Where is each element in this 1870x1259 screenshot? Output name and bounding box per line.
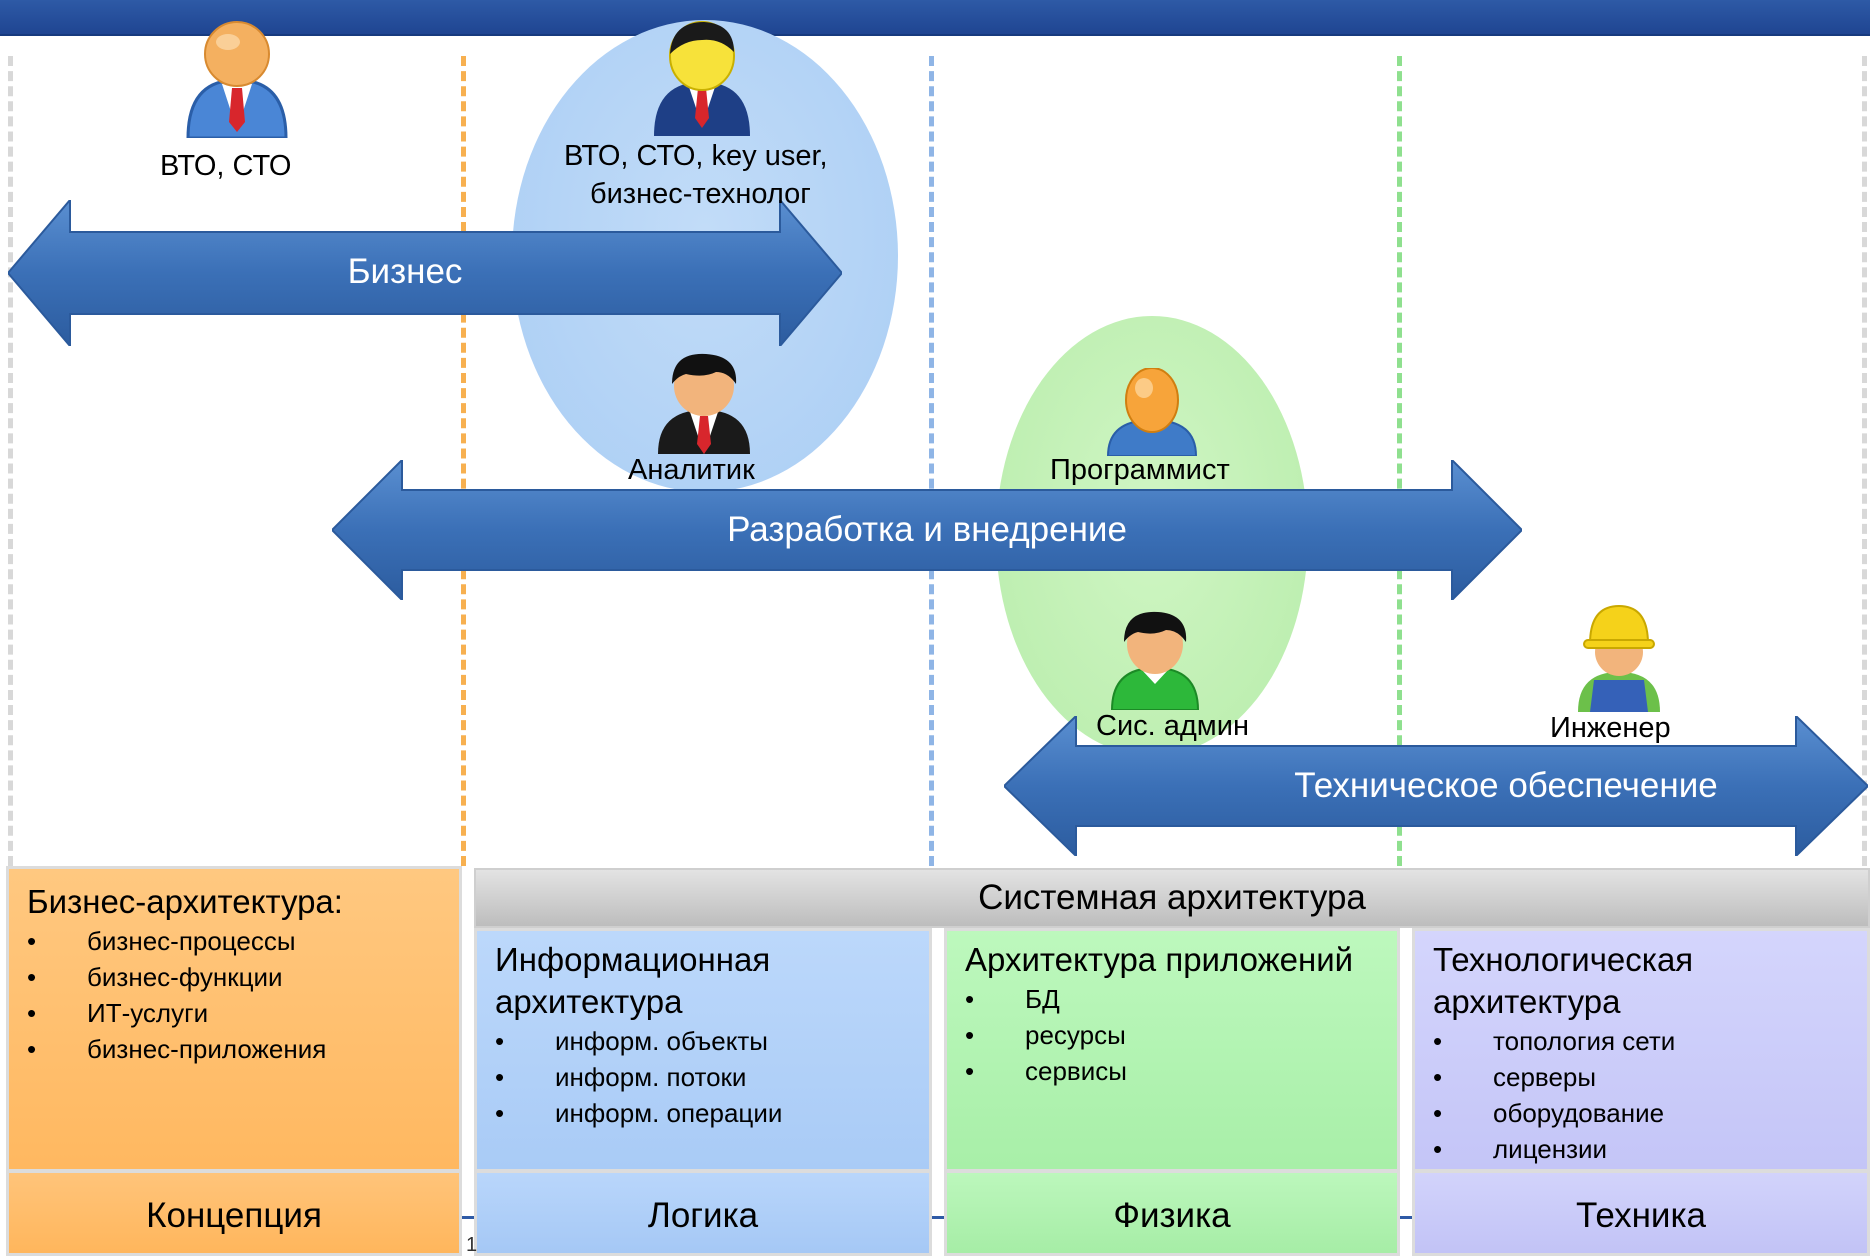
separator-right-edge (1862, 56, 1867, 866)
list-item: БД (947, 981, 1397, 1017)
separator-left-edge (8, 56, 13, 866)
footer-line (930, 1216, 946, 1219)
technology-architecture-title-line1: Технологическая (1433, 941, 1694, 978)
key-user-label-line2: бизнес-технолог (590, 178, 811, 210)
footer-tech: Техника (1412, 1170, 1870, 1256)
technical-arrow-label: Техническое обеспечение (1294, 766, 1718, 805)
technology-architecture-title-line2: архитектура (1433, 983, 1621, 1020)
key-user-person-icon (650, 18, 754, 136)
list-item: бизнес-функции (9, 959, 459, 995)
programmer-person-icon (1104, 367, 1200, 457)
top-bar (0, 0, 1870, 36)
application-architecture-title: Архитектура приложений (965, 941, 1354, 978)
page-number: 1 (466, 1234, 478, 1256)
separator-concept-logic (461, 56, 466, 866)
list-item: серверы (1415, 1059, 1867, 1095)
list-item: сервисы (947, 1053, 1397, 1089)
footer-concept: Концепция (6, 1170, 462, 1256)
development-arrow: Разработка и внедрение (332, 460, 1522, 600)
business-architecture-box: Бизнес-архитектура: бизнес-процессы бизн… (6, 866, 462, 1172)
technology-architecture-box: Технологическая архитектура топология се… (1412, 928, 1870, 1172)
information-architecture-title-line2: архитектура (495, 983, 683, 1020)
engineer-person-icon (1576, 600, 1662, 712)
list-item: бизнес-приложения (9, 1031, 459, 1067)
footer-logic: Логика (474, 1170, 932, 1256)
separator-logic-physics (929, 56, 934, 866)
information-architecture-box: Информационная архитектура информ. объек… (474, 928, 932, 1172)
list-item: информ. потоки (477, 1059, 929, 1095)
list-item: информ. объекты (477, 1023, 929, 1059)
list-item: топология сети (1415, 1023, 1867, 1059)
list-item: бизнес-процессы (9, 923, 459, 959)
footer-line (462, 1216, 476, 1219)
key-user-label-line1: ВТО, СТО, key user, (564, 140, 828, 172)
footer-physics: Физика (944, 1170, 1400, 1256)
business-architecture-title: Бизнес-архитектура: (27, 883, 343, 920)
information-architecture-title-line1: Информационная (495, 941, 771, 978)
business-architecture-list: бизнес-процессы бизнес-функции ИТ-услуги… (9, 923, 459, 1067)
information-architecture-list: информ. объекты информ. потоки информ. о… (477, 1023, 929, 1131)
system-architecture-header: Системная архитектура (474, 868, 1870, 928)
footer-line (1398, 1216, 1414, 1219)
business-arrow: Бизнес (8, 200, 842, 346)
application-architecture-list: БД ресурсы сервисы (947, 981, 1397, 1089)
separator-physics-tech (1397, 56, 1402, 866)
executive-person-icon (182, 18, 292, 140)
sysadmin-person-icon (1110, 610, 1200, 711)
list-item: ИТ-услуги (9, 995, 459, 1031)
programmer-label: Программист (1050, 454, 1230, 486)
list-item: ресурсы (947, 1017, 1397, 1053)
development-arrow-label: Разработка и внедрение (727, 510, 1127, 549)
technology-architecture-list: топология сети серверы оборудование лице… (1415, 1023, 1867, 1167)
sysadmin-label: Сис. админ (1096, 710, 1249, 742)
business-arrow-label: Бизнес (347, 252, 463, 291)
application-architecture-box: Архитектура приложений БД ресурсы сервис… (944, 928, 1400, 1172)
bto-cto-label: ВТО, СТО (160, 150, 292, 182)
analyst-person-icon (656, 350, 752, 454)
engineer-label: Инженер (1550, 712, 1671, 744)
technical-arrow: Техническое обеспечение (1004, 716, 1868, 856)
list-item: информ. операции (477, 1095, 929, 1131)
list-item: лицензии (1415, 1131, 1867, 1167)
analyst-label: Аналитик (628, 454, 755, 486)
list-item: оборудование (1415, 1095, 1867, 1131)
